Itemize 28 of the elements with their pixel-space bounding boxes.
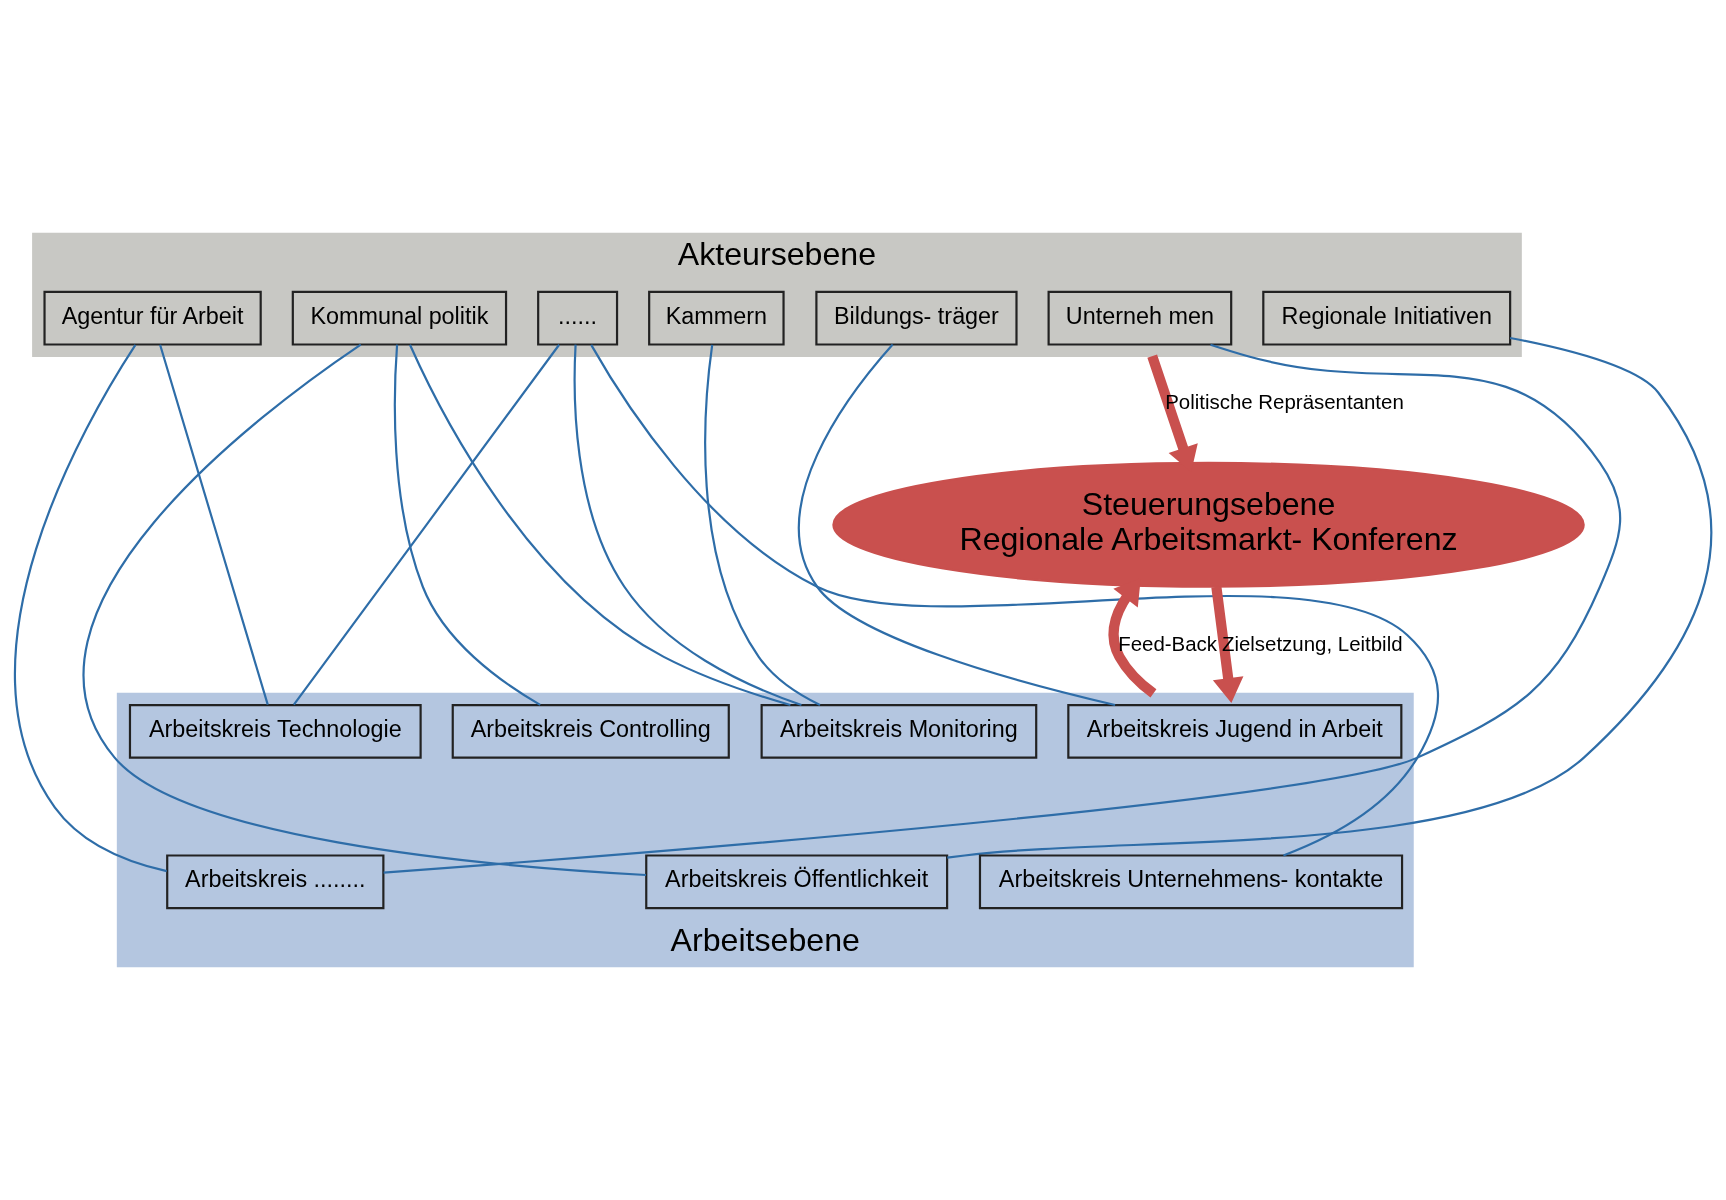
node-box: Arbeitskreis Öffentlichkeit [645, 854, 949, 910]
connector [14, 344, 167, 873]
connector [590, 344, 1439, 857]
connector [159, 344, 269, 705]
node-box: Agentur für Arbeit [43, 290, 262, 346]
connector [409, 344, 791, 706]
node-box: Arbeitskreis Controlling [451, 703, 730, 759]
connector [383, 343, 1621, 874]
connector [573, 344, 802, 706]
node-box: Arbeitskreis Jugend in Arbeit [1067, 703, 1403, 759]
arrow [1211, 586, 1244, 704]
connector [293, 344, 561, 706]
edge-label: Feed-Back [1118, 632, 1218, 656]
connector [704, 344, 821, 706]
node-box: Arbeitskreis Unternehmens- kontakte [978, 854, 1404, 910]
node-box: Arbeitskreis ........ [166, 854, 385, 910]
node-box: ...... [537, 290, 619, 346]
connector [947, 336, 1712, 859]
node-box: Unterneh men [1047, 290, 1233, 346]
node-box: Kammern [648, 290, 785, 346]
node-box: Kommunal politik [291, 290, 508, 346]
node-box: Arbeitskreis Monitoring [760, 703, 1038, 759]
connector [798, 343, 1116, 707]
node-ellipse: Steuerungsebene Regionale Arbeitsmarkt- Konferenz [832, 461, 1585, 588]
node-box: Arbeitskreis Technologie [128, 703, 422, 759]
node-box: Bildungs- träger [815, 290, 1018, 346]
node-box: Regionale Initiativen [1262, 290, 1512, 346]
connector [83, 343, 647, 877]
